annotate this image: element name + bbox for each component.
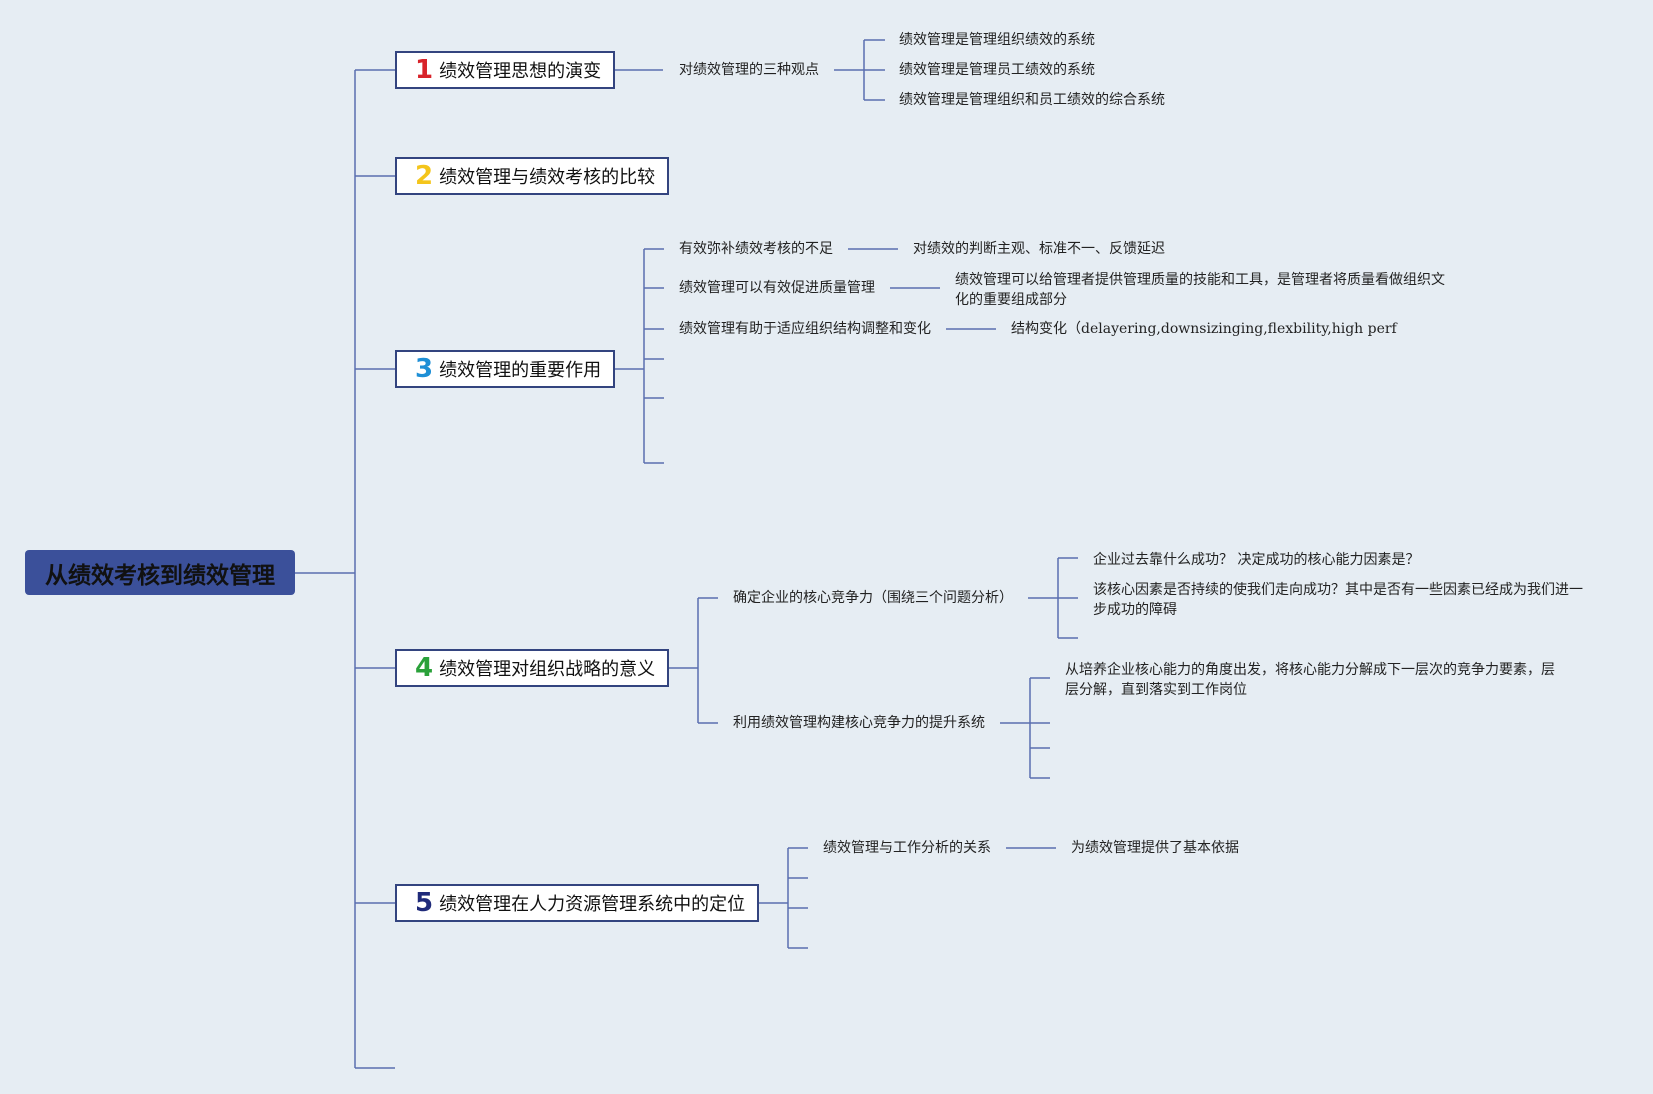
- topic-2[interactable]: 2 绩效管理与绩效考核的比较: [395, 157, 669, 195]
- subtopic-3-2[interactable]: 绩效管理可以有效促进质量管理: [679, 280, 875, 296]
- topic-3[interactable]: 3 绩效管理的重要作用: [395, 350, 615, 388]
- topic-number-5: 5: [415, 888, 434, 918]
- leaf-3-2-1[interactable]: 绩效管理可以给管理者提供管理质量的技能和工具，是管理者将质量看做组织文化的重要组…: [955, 272, 1445, 308]
- leaf-1-1-3[interactable]: 绩效管理是管理组织和员工绩效的综合系统: [899, 92, 1165, 108]
- leaf-4-1-2[interactable]: 该核心因素是否持续的使我们走向成功？其中是否有一些因素已经成为我们进一步成功的障…: [1093, 582, 1583, 618]
- subtopic-3-1[interactable]: 有效弥补绩效考核的不足: [679, 241, 833, 257]
- topic-label-3: 绩效管理的重要作用: [439, 360, 602, 381]
- topic-1[interactable]: 1 绩效管理思想的演变: [395, 51, 615, 89]
- topic-label-5: 绩效管理在人力资源管理系统中的定位: [439, 894, 746, 915]
- leaf-4-1-1[interactable]: 企业过去靠什么成功？ 决定成功的核心能力因素是？: [1093, 552, 1420, 568]
- subtopic-4-2[interactable]: 利用绩效管理构建核心竞争力的提升系统: [733, 715, 985, 731]
- subtopic-5-1[interactable]: 绩效管理与工作分析的关系: [823, 840, 991, 856]
- leaf-5-1-1[interactable]: 为绩效管理提供了基本依据: [1071, 840, 1239, 856]
- leaf-3-1-1[interactable]: 对绩效的判断主观、标准不一、反馈延迟: [913, 241, 1165, 257]
- topic-label-2: 绩效管理与绩效考核的比较: [439, 167, 656, 188]
- topic-number-1: 1: [415, 55, 434, 85]
- topic-5[interactable]: 5 绩效管理在人力资源管理系统中的定位: [395, 884, 759, 922]
- topic-number-4: 4: [415, 653, 434, 683]
- topic-4[interactable]: 4 绩效管理对组织战略的意义: [395, 649, 669, 687]
- leaf-4-2-1[interactable]: 从培养企业核心能力的角度出发，将核心能力分解成下一层次的竞争力要素，层层分解，直…: [1065, 662, 1555, 698]
- subtopic-4-1[interactable]: 确定企业的核心竞争力（围绕三个问题分析）: [733, 590, 1013, 606]
- root-topic[interactable]: 从绩效考核到绩效管理: [25, 550, 295, 595]
- subtopic-1-1[interactable]: 对绩效管理的三种观点: [679, 62, 819, 78]
- leaf-1-1-1[interactable]: 绩效管理是管理组织绩效的系统: [899, 32, 1095, 48]
- topic-number-3: 3: [415, 354, 434, 384]
- root-topic-label: 从绩效考核到绩效管理: [45, 562, 275, 589]
- topic-label-4: 绩效管理对组织战略的意义: [439, 659, 656, 680]
- leaf-3-3-1[interactable]: 结构变化（delayering,downsizinging,flexbility…: [1011, 321, 1397, 337]
- subtopic-3-3[interactable]: 绩效管理有助于适应组织结构调整和变化: [679, 321, 931, 337]
- topic-label-1: 绩效管理思想的演变: [439, 61, 602, 82]
- topic-number-2: 2: [415, 161, 434, 191]
- leaf-1-1-2[interactable]: 绩效管理是管理员工绩效的系统: [899, 62, 1095, 78]
